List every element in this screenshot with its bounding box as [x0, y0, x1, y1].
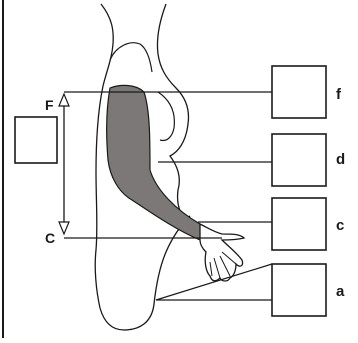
arrow-up-icon: [59, 94, 69, 106]
answer-box-d: [272, 134, 326, 186]
box-label-a: a: [336, 283, 345, 300]
box-label-d: d: [336, 151, 345, 168]
sleeve-shaded-area: [107, 85, 203, 240]
arrow-down-icon: [59, 222, 69, 234]
bust-contour: [158, 92, 174, 141]
shoulder-contour: [110, 43, 152, 72]
left-answer-box: [15, 117, 57, 163]
answer-box-c: [272, 198, 326, 250]
answer-box-f: [272, 66, 326, 118]
box-label-c: c: [336, 217, 344, 234]
point-label-top: F: [45, 97, 54, 113]
point-label-bottom: C: [45, 230, 55, 246]
box-label-f: f: [336, 86, 342, 103]
answer-box-a: [272, 264, 326, 316]
